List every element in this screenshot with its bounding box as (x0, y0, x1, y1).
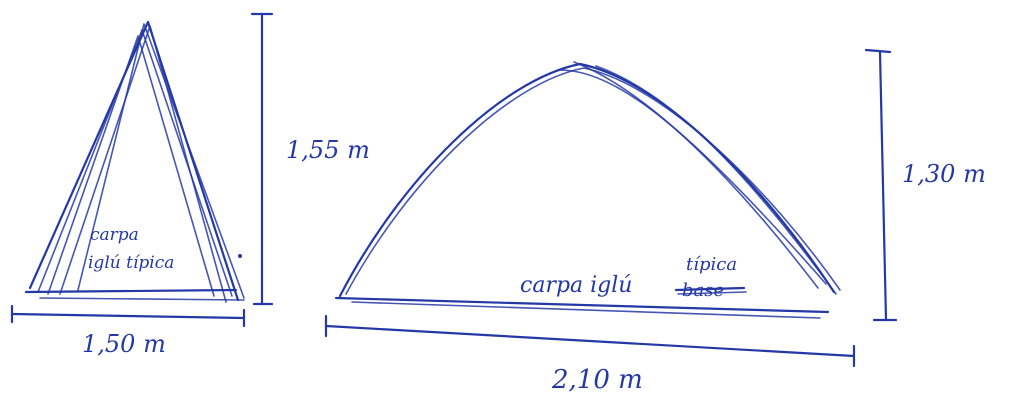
right-height-dimension (864, 48, 898, 322)
strike-through (674, 286, 746, 292)
right-tent-name: carpa iglú (520, 273, 632, 298)
left-tent-outline (24, 20, 245, 303)
ink-dot (238, 254, 242, 258)
right-tent-name-struck: base (682, 280, 724, 301)
left-tent-name-line1: carpa (90, 225, 139, 245)
left-height-dimension (250, 12, 274, 306)
strike-through-2 (677, 291, 747, 295)
right-height-label: 1,30 m (902, 160, 986, 188)
right-tent-outline (334, 61, 841, 319)
left-width-dimension (10, 304, 246, 328)
left-height-label: 1,55 m (286, 136, 370, 164)
right-width-label: 2,10 m (551, 365, 643, 395)
left-width-label: 1,50 m (82, 330, 166, 358)
right-width-dimension (324, 314, 856, 368)
right-tent-name-insert: típica (686, 254, 737, 275)
left-tent-name-line2: iglú típica (88, 253, 174, 273)
